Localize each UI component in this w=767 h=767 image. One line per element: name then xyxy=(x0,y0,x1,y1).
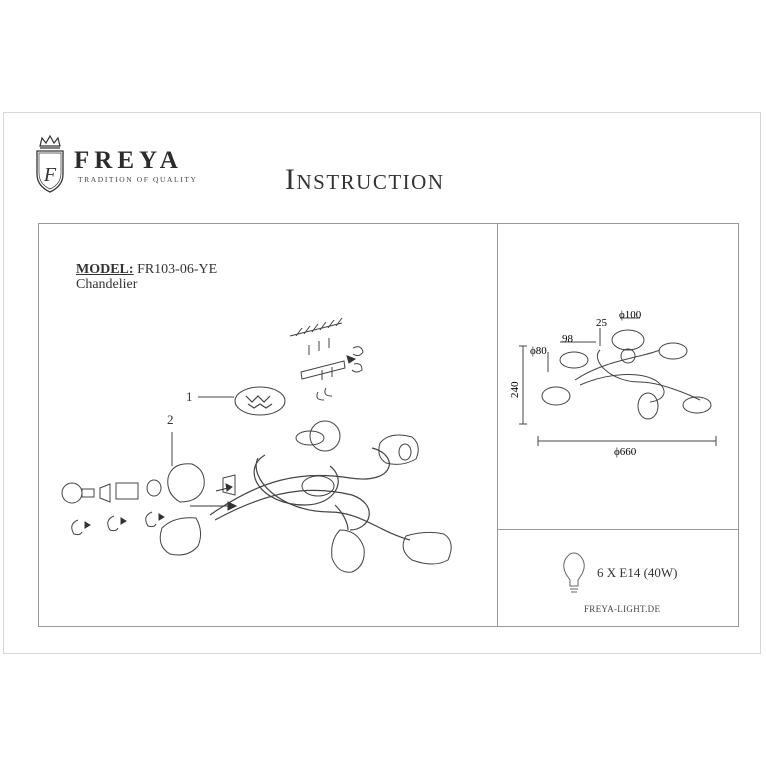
shield-logo-icon xyxy=(36,150,64,193)
dim-d80: ϕ80 xyxy=(530,345,547,357)
model-label: MODEL: xyxy=(76,262,134,277)
crown-icon xyxy=(39,134,61,149)
lamp-shade-icon xyxy=(637,392,659,420)
clip-icon xyxy=(316,387,333,401)
socket-icon xyxy=(115,482,139,500)
lamp-shade-icon xyxy=(658,342,688,360)
website: FREYA-LIGHT.DE xyxy=(584,604,661,614)
lamp-holder-icon xyxy=(222,474,236,496)
page-title: Instruction xyxy=(285,163,445,196)
bulb-icon xyxy=(61,482,95,504)
mounting-bar-icon xyxy=(300,360,346,380)
dim-98: 98 xyxy=(562,333,574,345)
clip-icon xyxy=(71,511,157,536)
lamp-shade-icon xyxy=(378,434,419,465)
model-number: FR103-06-YE xyxy=(137,262,218,277)
ring-nut-icon xyxy=(146,479,162,497)
lamp-shade-icon xyxy=(559,351,589,369)
instruction-sheet xyxy=(3,112,761,654)
dim-d100: ϕ100 xyxy=(619,309,642,321)
canopy-detail-icon xyxy=(234,386,286,416)
brand-tagline: TRADITION OF QUALITY xyxy=(78,175,198,184)
bulb-spec: 6 X E14 (40W) xyxy=(597,565,678,580)
lamp-shade-icon xyxy=(682,396,712,414)
hook-icon xyxy=(351,346,364,373)
product-type: Chandelier xyxy=(76,277,138,292)
callout-1: 1 xyxy=(186,389,193,404)
callout-2: 2 xyxy=(167,412,174,427)
light-bulb-icon xyxy=(563,552,585,593)
logo-letter: F xyxy=(43,164,57,186)
lamp-shade-icon xyxy=(159,517,202,556)
dim-d660: ϕ660 xyxy=(614,446,637,458)
lamp-shade-icon xyxy=(541,386,571,406)
assembly-arrows xyxy=(84,355,357,529)
brand-name: FREYA xyxy=(74,147,183,174)
lamp-shade-icon xyxy=(402,531,452,565)
dim-25: 25 xyxy=(596,317,608,329)
lamp-shade-icon xyxy=(167,463,205,503)
screws-icon xyxy=(308,338,333,380)
spec-panel xyxy=(497,529,739,627)
lamp-shade-icon xyxy=(331,529,365,573)
center-body-icon xyxy=(309,420,341,452)
chandelier-arms xyxy=(209,447,411,541)
model-line: MODEL: FR103-06-YE xyxy=(76,262,217,278)
dim-h240: 240 xyxy=(509,381,521,398)
socket-ring-icon xyxy=(99,483,111,503)
ceiling-hatch xyxy=(289,317,343,337)
